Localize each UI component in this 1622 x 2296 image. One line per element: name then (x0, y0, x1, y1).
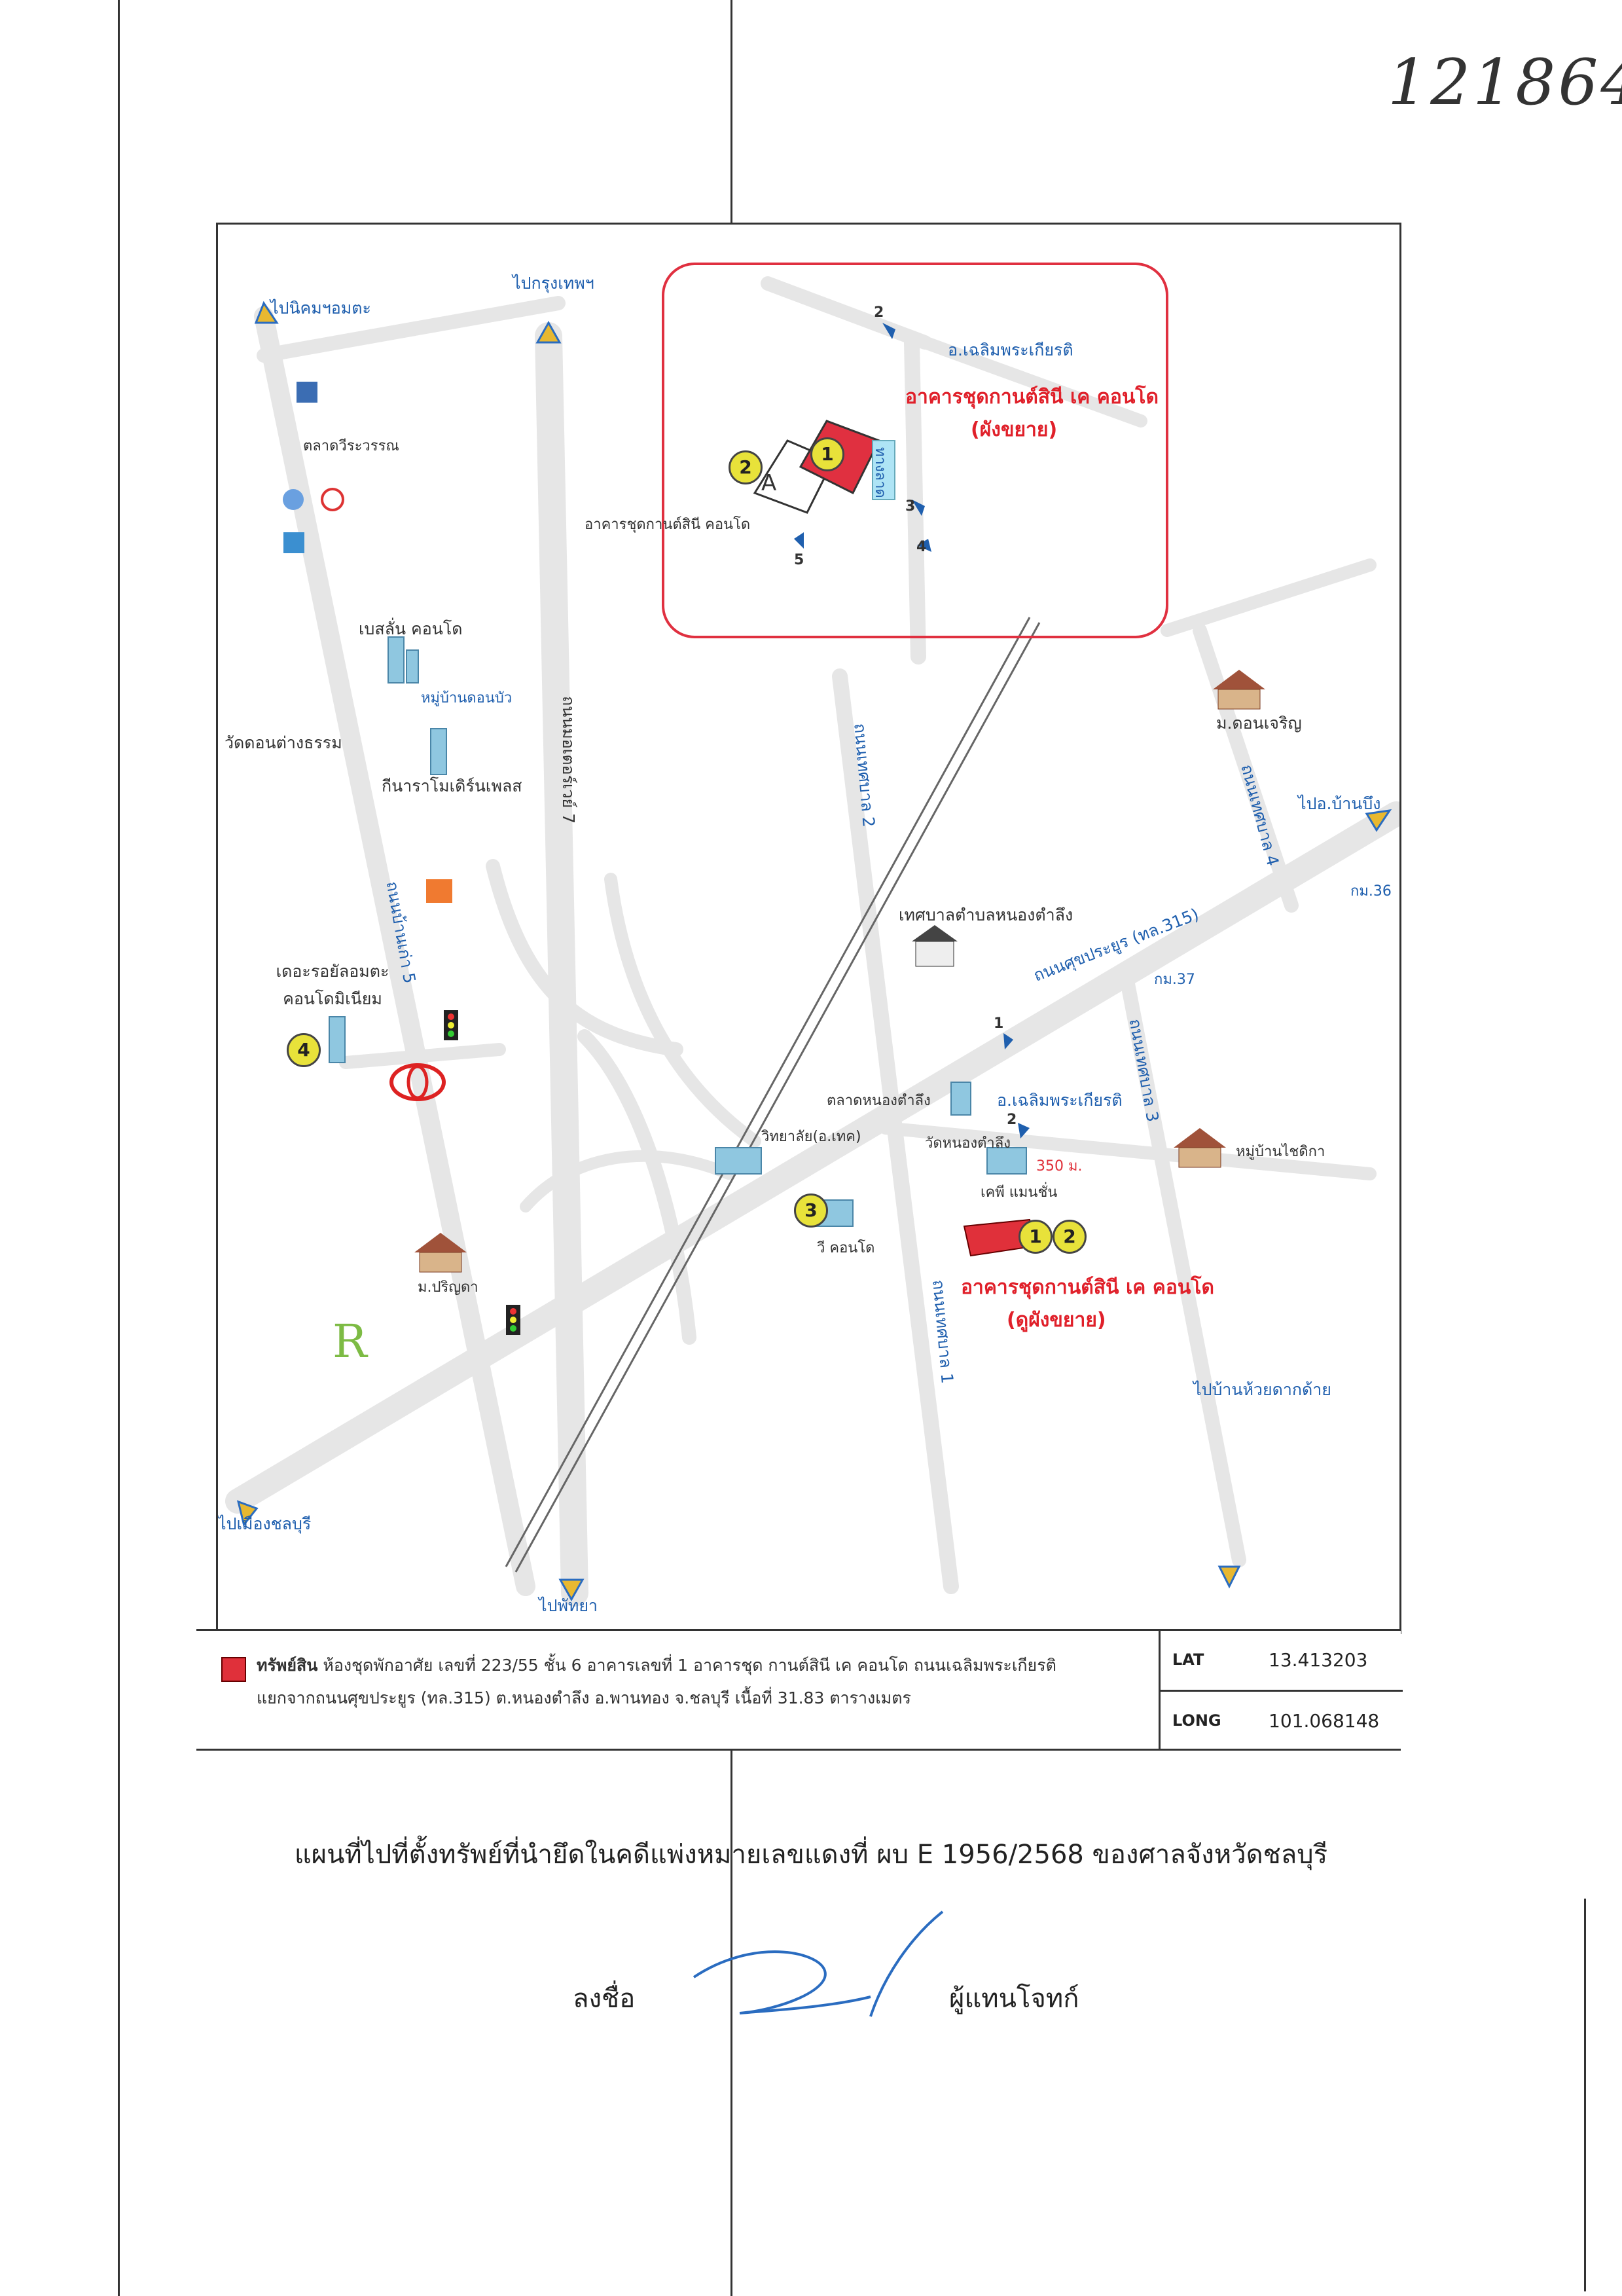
landmark-k-mansion: เคพี แมนชั่น (981, 1184, 1058, 1201)
landmark-m-parinda: ม.ปริญดา (418, 1279, 478, 1296)
long-value: 101.068148 (1269, 1710, 1380, 1732)
km37-label: กม.37 (1154, 972, 1195, 988)
map-drawing: R (225, 263, 1399, 1607)
building-a-label: A (761, 470, 777, 496)
map-caption: แผนที่ไปที่ตั้งทรัพย์ที่นำยึดในคดีแพ่งหม… (294, 1840, 1328, 1870)
lat-value: 13.413203 (1269, 1649, 1368, 1671)
dest-ban-bueng: ไปอ.บ้านบึง (1298, 794, 1381, 813)
signature-label: ลงชื่อ (573, 1984, 636, 2014)
bank-logo-3 (321, 488, 344, 511)
road-thetsaban-3 (1121, 977, 1246, 1567)
marker-2-target: 2 (1053, 1220, 1087, 1254)
road-sukprayoon (225, 801, 1399, 1514)
dest-chonburi: ไปเมืองชลบุรี (218, 1514, 312, 1533)
coordinates-box: LAT 13.413203 LONG 101.068148 (1159, 1631, 1403, 1749)
marker-1-inset: 1 (810, 437, 844, 471)
tower-icons (329, 636, 1027, 1227)
arrow-number-3: 3 (905, 498, 916, 515)
right-margin-line (1584, 1899, 1586, 2291)
road-thetsaban-2 (832, 668, 907, 1169)
road-thetsaban-1 (891, 1153, 959, 1594)
arrow-number-4: 4 (916, 539, 927, 555)
landmark-market-wiravan: ตลาดวีระวรรณ (303, 438, 399, 454)
landmark-kanlasinee-condo: อาคารชุดกานต์สินี คอนโด (585, 517, 751, 533)
shop-logo (426, 879, 452, 903)
road-ban-kao-5 (254, 306, 535, 1596)
inset-subtitle: (ผังขยาย) (971, 418, 1058, 441)
arrow-number-2-top: 2 (874, 304, 884, 321)
landmark-college: วิทยาลัย(อ.เทค) (761, 1129, 861, 1145)
landmark-m-donjaroen: ม.ดอนเจริญ (1216, 714, 1302, 733)
arrow-number-2-main: 2 (1007, 1112, 1017, 1128)
road-thetsaban-4 (1193, 623, 1299, 913)
km36-label: กม.36 (1350, 883, 1392, 900)
dest-bangkok: ไปกรุงเทพฯ (513, 274, 594, 293)
marker-3-v-condo: 3 (794, 1194, 828, 1228)
road-chaloem-lower-label: อ.เฉลิมพระเกียรติ (997, 1091, 1123, 1110)
dest-ban-huai-dak: ไปบ้านห้วยดากด้าย (1193, 1380, 1331, 1399)
target-title: อาคารชุดกานต์สินี เค คอนโด (961, 1276, 1214, 1299)
target-subtitle: (ดูผังขยาย) (1007, 1309, 1106, 1332)
landmark-market-nongtamlueng: ตลาดหนองตำลึง (827, 1093, 931, 1109)
r-logo: R (333, 1315, 369, 1368)
map-legend: ทรัพย์สิน ห้องชุดพักอาศัย เลขที่ 223/55 … (196, 1629, 1403, 1751)
house-icons (414, 670, 1265, 1273)
railway-line (505, 617, 1041, 1573)
property-swatch (221, 1657, 246, 1682)
marker-4-royal-condo: 4 (287, 1033, 321, 1067)
location-map: R ไปนิคมฯอมตะ ไปกรุงเทพฯ ไปอ.บ้านบึง ไปบ… (216, 223, 1401, 1634)
left-margin-line (118, 0, 120, 2296)
signature-role: ผู้แทนโจทก์ (949, 1984, 1079, 2014)
signature-mark (693, 1910, 944, 2017)
landmark-v-condo: วี คอนโด (817, 1240, 875, 1256)
landmark-village-chaika: หมู่บ้านไชดิกา (1236, 1144, 1325, 1160)
inset-title: อาคารชุดกานต์สินี เค คอนโด (905, 386, 1159, 409)
long-row: LONG 101.068148 (1161, 1690, 1403, 1751)
distance-label: 350 ม. (1036, 1158, 1083, 1175)
bank-logo-2 (283, 489, 304, 510)
marker-2-inset: 2 (729, 450, 763, 484)
lat-label: LAT (1172, 1650, 1204, 1669)
handwritten-page-number: 121864 (1388, 46, 1622, 119)
long-label: LONG (1172, 1711, 1221, 1730)
road-motorway-7 (535, 322, 588, 1607)
legend-line-1: ห้องชุดพักอาศัย เลขที่ 223/55 ชั้น 6 อาค… (323, 1656, 1056, 1675)
inset-frame (662, 263, 1168, 638)
marker-1-target: 1 (1018, 1220, 1053, 1254)
bank-logo-4 (283, 532, 304, 553)
landmark-wat-don: วัดดอนต่างธรรม (225, 733, 342, 752)
arrow-number-1-main: 1 (994, 1015, 1004, 1032)
dest-pattaya: ไปพัทยา (539, 1596, 598, 1615)
ramp-shape (872, 440, 895, 500)
lat-row: LAT 13.413203 (1161, 1631, 1403, 1690)
legend-label: ทรัพย์สิน (257, 1656, 318, 1675)
ramp-label: ทางลาด (872, 447, 888, 498)
destination-arrows (236, 301, 1392, 1602)
landmark-royal-condo: เดอะรอยัลอมตะ คอนโดมิเนียม (276, 962, 389, 1008)
landmark-village-donbua: หมู่บ้านดอนบัว (421, 690, 513, 706)
arrow-number-5: 5 (794, 552, 804, 568)
landmark-municipality: เทศบาลตำบลหนองตำลึง (899, 905, 1073, 924)
landmark-baseline-condo: เบสลั่น คอนโด (359, 619, 463, 638)
traffic-lights (444, 1010, 520, 1335)
legend-description: ทรัพย์สิน ห้องชุดพักอาศัย เลขที่ 223/55 … (257, 1649, 1278, 1715)
landmark-wat-nongtamlueng: วัดหนองตำลึง (925, 1135, 1011, 1152)
landmark-kinara: กีนาราโมเดิร์นเพลส (382, 776, 522, 795)
dest-nikhom: ไปนิคมฯอมตะ (270, 299, 371, 318)
direction-arrows (794, 323, 1030, 1139)
road-motorway-7-label: ถนนมอเตอร์เวย์ 7 (559, 696, 578, 824)
road-network (225, 276, 1399, 1607)
road-chaloem-upper-label: อ.เฉลิมพระเกียรติ (948, 340, 1073, 359)
bank-logo-1 (297, 382, 317, 403)
legend-line-2: แยกจากถนนศุขประยูร (ทล.315) ต.หนองตำลึง … (257, 1688, 911, 1707)
